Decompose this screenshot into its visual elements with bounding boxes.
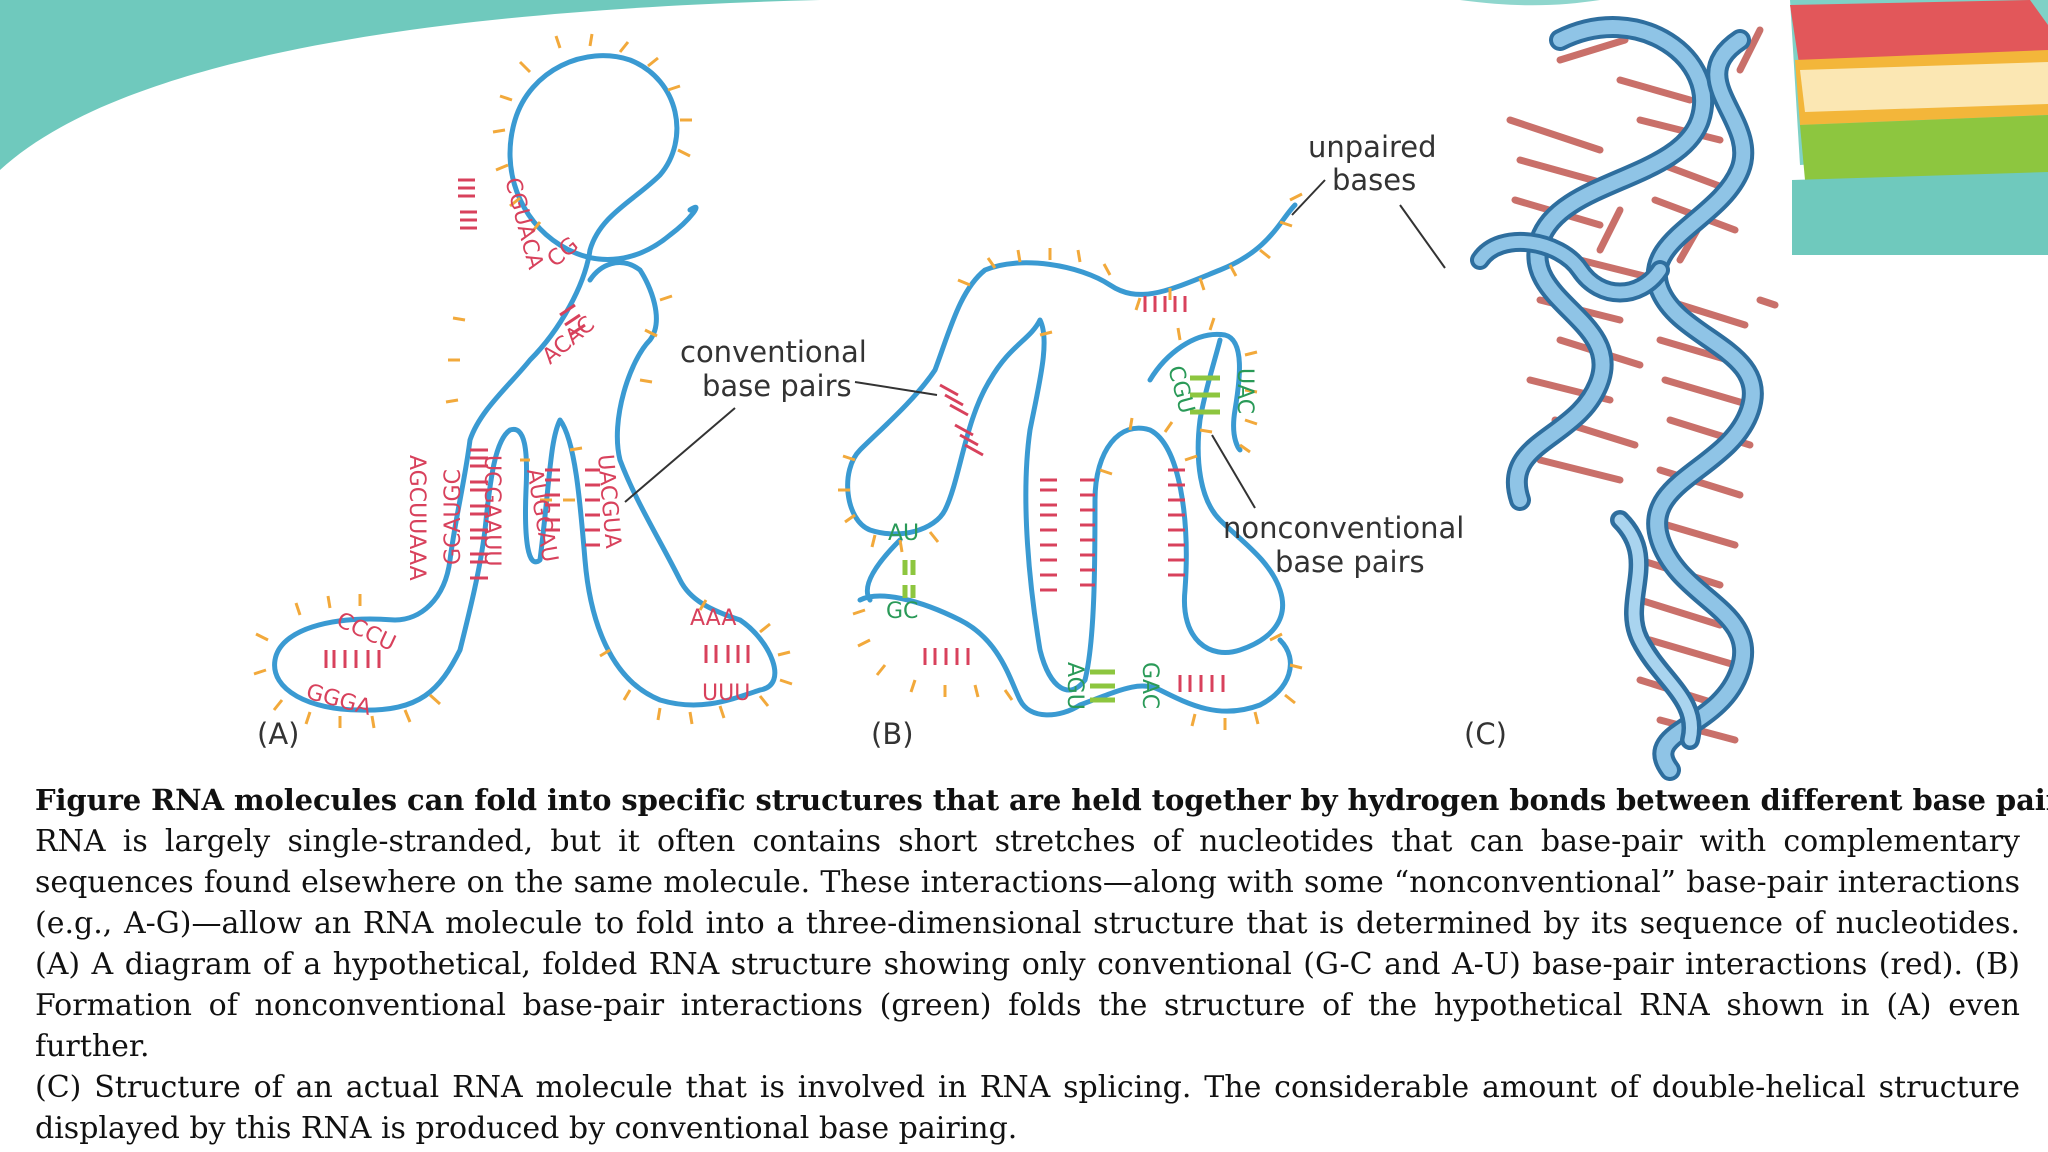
panel-a-diagram: GCAUGC CGUACA CG ACAC AGCUUAAA UCGAAUU A… bbox=[253, 33, 793, 751]
panel-a-seq-10: GGGA bbox=[303, 680, 373, 721]
nonconventional-label-line1: nonconventional bbox=[1223, 511, 1464, 545]
conventional-label-line2: base pairs bbox=[702, 369, 852, 403]
caption-title: Figure RNA molecules can fold into speci… bbox=[35, 783, 2048, 817]
unpaired-leader-line-c bbox=[1399, 204, 1446, 269]
panel-b-label: (B) bbox=[871, 717, 914, 751]
conventional-label-line1: conventional bbox=[680, 335, 867, 369]
panel-b-backbone-hairpin bbox=[1147, 331, 1243, 453]
panel-b-backbone bbox=[845, 202, 1298, 693]
panel-b-seq-uac: UAC bbox=[1232, 368, 1257, 414]
panel-a-seq-8: UACGUA bbox=[592, 453, 625, 549]
panel-b-backbone-left bbox=[864, 537, 903, 603]
conventional-leader-line-b bbox=[854, 381, 938, 396]
panel-b-diagram: AU GC AGU GAC CGU UAC (B) bbox=[838, 192, 1303, 751]
panel-a-label: (A) bbox=[257, 717, 299, 751]
panel-b-seq-au: AU bbox=[888, 521, 919, 546]
teal-wave-decoration bbox=[0, 0, 820, 170]
panel-a-seq-11: AAA bbox=[690, 606, 736, 631]
caption-line-7: displayed by this RNA is produced by con… bbox=[35, 1111, 1018, 1146]
panel-b-seq-agu: AGU bbox=[1062, 662, 1087, 710]
caption-line-2: sequences found elsewhere on the same mo… bbox=[35, 865, 2020, 900]
conventional-leader-line-a bbox=[624, 407, 736, 503]
panel-b-seq-gac: GAC bbox=[1137, 662, 1162, 709]
panel-b-base-letters: AU GC AGU GAC CGU UAC bbox=[886, 363, 1257, 710]
nonconventional-annotation: nonconventional base pairs bbox=[1211, 434, 1464, 579]
panel-b-nonconventional-pairs bbox=[902, 375, 1220, 703]
books-icon bbox=[1790, 0, 2048, 255]
unpaired-leader-line-b bbox=[1291, 179, 1326, 216]
panel-a-seq-9: CCCU bbox=[332, 608, 399, 657]
panel-a-conventional-pairs bbox=[324, 178, 750, 668]
panel-a-seq-1: GCAUGC bbox=[441, 469, 466, 565]
panel-a-unpaired-ticks bbox=[253, 33, 793, 729]
panel-b-unpaired-ticks bbox=[838, 192, 1303, 730]
panel-a-backbone bbox=[272, 53, 778, 713]
panel-c-label: (C) bbox=[1464, 717, 1507, 751]
nonconventional-label-line2: base pairs bbox=[1275, 545, 1425, 579]
panel-c-rna-structure: (C) bbox=[1464, 16, 1779, 781]
unpaired-label-line2: bases bbox=[1332, 163, 1416, 197]
nonconventional-leader-line bbox=[1211, 434, 1256, 509]
caption-line-4: (A) A diagram of a hypothetical, folded … bbox=[35, 947, 2020, 982]
unpaired-label-line1: unpaired bbox=[1308, 130, 1437, 164]
conventional-annotation: conventional base pairs bbox=[624, 335, 938, 503]
panel-b-seq-cgu: CGU bbox=[1162, 363, 1199, 416]
caption-line-3: (e.g., A-G)—allow an RNA molecule to fol… bbox=[35, 906, 2020, 941]
panel-a-seq-6: UCGAAUU bbox=[479, 455, 504, 566]
panel-a-seq-5: AGCUUAAA bbox=[404, 455, 429, 581]
panel-c-ribbon bbox=[1470, 16, 1764, 781]
figure-caption: Figure RNA molecules can fold into speci… bbox=[35, 780, 2048, 1149]
panel-b-seq-gc: GC bbox=[886, 599, 918, 624]
caption-line-6: (C) Structure of an actual RNA molecule … bbox=[35, 1070, 2020, 1105]
panel-b-backbone-lower bbox=[857, 593, 1293, 718]
unpaired-annotation: unpaired bases bbox=[1291, 130, 1446, 269]
panel-b-conventional-pairs bbox=[923, 296, 1225, 692]
panel-a-seq-12: UUU bbox=[702, 681, 750, 706]
caption-line-1: RNA is largely single-stranded, but it o… bbox=[35, 824, 2020, 859]
teal-wave-decoration-small bbox=[1460, 0, 1600, 6]
caption-line-5: Formation of nonconventional base-pair i… bbox=[35, 988, 2020, 1064]
